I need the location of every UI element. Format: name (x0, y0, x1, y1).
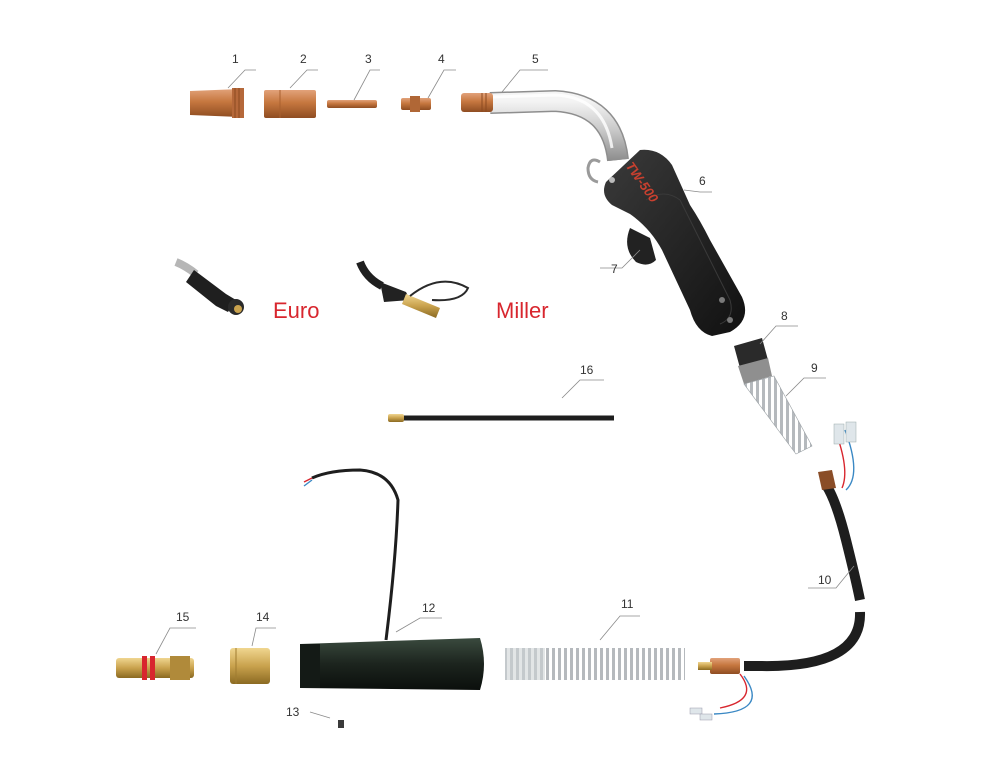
spring-9 (743, 375, 813, 455)
part-number-7: 7 (611, 262, 618, 276)
part-number-11: 11 (621, 597, 634, 611)
euro-connector (174, 258, 244, 315)
gooseneck-5 (461, 89, 629, 184)
part-numbers: 1 2 3 4 5 6 7 8 9 10 11 12 13 14 15 16 (176, 52, 832, 719)
part-number-14: 14 (256, 610, 270, 624)
cable-10 (689, 421, 866, 721)
part-number-1: 1 (232, 52, 239, 66)
miller-label: Miller (496, 298, 549, 323)
part-number-10: 10 (818, 573, 832, 587)
part-number-12: 12 (422, 601, 436, 615)
liner-16 (388, 414, 614, 422)
leader-lines (155, 69, 855, 719)
cable-support-8 (734, 338, 772, 384)
nozzle-1 (190, 88, 244, 118)
tip-holder-4 (401, 96, 431, 112)
part-number-9: 9 (811, 361, 818, 375)
screw-13 (338, 720, 344, 728)
handle-6: TW-500 (604, 149, 746, 336)
contact-tip-3 (327, 100, 377, 108)
miller-connector (356, 260, 470, 318)
part-number-16: 16 (580, 363, 594, 377)
part-number-15: 15 (176, 610, 190, 624)
part-number-6: 6 (699, 174, 706, 188)
part-number-4: 4 (438, 52, 445, 66)
part-number-13: 13 (286, 705, 300, 719)
part-number-5: 5 (532, 52, 539, 66)
part-number-3: 3 (365, 52, 372, 66)
part-number-2: 2 (300, 52, 307, 66)
rear-handle-12 (300, 468, 484, 690)
nut-14 (230, 648, 270, 684)
euro-label: Euro (273, 298, 319, 323)
part-number-8: 8 (781, 309, 788, 323)
spring-11 (505, 648, 685, 680)
nozzle-2 (264, 90, 316, 118)
adapter-15 (116, 656, 194, 680)
